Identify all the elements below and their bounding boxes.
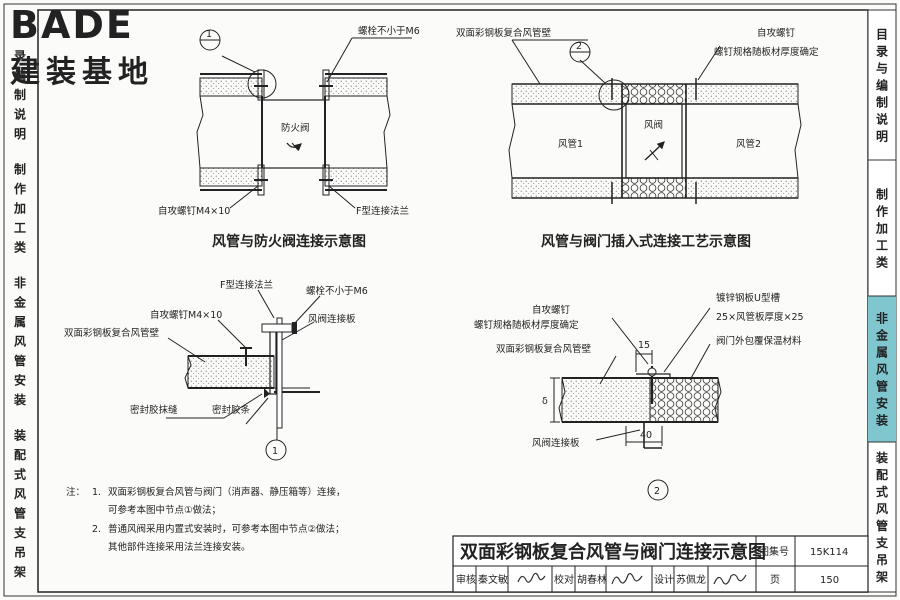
watermark-brand: BADE xyxy=(10,3,134,47)
notes-prefix: 注： xyxy=(66,486,85,498)
notes: 注： 1. 双面彩钢板复合风管与阀门（消声器、静压箱等）连接， 可参考本图中节点… xyxy=(66,486,346,553)
title-block-atlas-label: 图集号 xyxy=(759,545,789,558)
fig-a-fire-damper xyxy=(196,37,412,209)
note-1-number: 1. xyxy=(92,487,101,498)
fig-a-damper-label: 防火阀 xyxy=(281,122,310,134)
fig-a-wall-top-left xyxy=(199,77,263,97)
detail-2-screw-label: 自攻螺钉 xyxy=(532,304,571,316)
fig-a-caption: 风管与防火阀连接示意图 xyxy=(212,233,366,250)
fig-b-wall-bottom-right xyxy=(685,177,799,199)
title-block-checker: 胡春林 xyxy=(577,573,607,586)
title-block-page-label: 页 xyxy=(770,574,780,586)
detail-1-plate-label: 风阀连接板 xyxy=(308,313,356,325)
fig-a-wall-top-right xyxy=(324,77,388,97)
fig-b-screw-spec-label: 螺钉规格随板材厚度确定 xyxy=(714,46,819,58)
fig-b-wall-bottom-left xyxy=(511,177,623,199)
detail-2-channel-label: 镀锌钢板U型槽 xyxy=(716,292,780,304)
fig-b-marker-number: 2 xyxy=(576,41,582,52)
fig-b-wall-label: 双面彩钢板复合风管壁 xyxy=(456,27,552,39)
left-strip: 录编制说明制作加工类非金属风管安装装配式风管支吊架 xyxy=(13,49,27,579)
detail-2-dim-15: 15 xyxy=(638,340,650,351)
fig-b-duct2-label: 风管2 xyxy=(736,138,761,150)
fig-b-damper-top-insulation xyxy=(621,83,687,105)
detail-2-plate-label: 风阀连接板 xyxy=(532,437,580,449)
note-1-line-1: 双面彩钢板复合风管与阀门（消声器、静压箱等）连接， xyxy=(108,486,346,498)
title-block-reviewer: 秦文敏 xyxy=(478,573,508,586)
detail-1-wall xyxy=(187,355,275,389)
detail-1-bolt-label: 螺栓不小于M6 xyxy=(306,285,368,297)
detail-2-insulation xyxy=(649,377,719,423)
title-block-title: 双面彩钢板复合风管与阀门连接示意图 xyxy=(460,541,766,563)
fig-a-flange-label: F型连接法兰 xyxy=(356,205,409,217)
detail-1-sealant-label: 密封胶抹缝 xyxy=(130,404,178,416)
side-tab-2[interactable]: 制作加工类 xyxy=(875,187,889,270)
fig-b-wall-top-left xyxy=(511,83,623,105)
detail-2-dim-delta: δ xyxy=(542,396,548,407)
detail-2-dim-40: 40 xyxy=(640,430,652,441)
detail-1-screw-label: 自攻螺钉M4×10 xyxy=(150,309,222,321)
detail-1-id: 1 xyxy=(272,446,278,457)
fig-a-wall-bottom-right xyxy=(324,167,388,187)
fig-b-wall-top-right xyxy=(685,83,799,105)
side-tab-1[interactable]: 目录与编制说明 xyxy=(875,28,888,144)
detail-2-insulation-label: 阀门外包覆保温材料 xyxy=(716,335,802,347)
note-2-line-2: 其他部件连接采用法兰连接安装。 xyxy=(108,541,251,553)
fig-b-insertion xyxy=(508,39,802,204)
detail-1-strip-label: 密封胶条 xyxy=(212,404,251,416)
detail-2-screw-spec-label: 螺钉规格随板材厚度确定 xyxy=(474,319,579,331)
note-2-number: 2. xyxy=(92,524,101,535)
fig-a-damper-body xyxy=(261,99,326,169)
detail-1-marker xyxy=(265,439,287,461)
detail-1-flange-label: F型连接法兰 xyxy=(220,279,273,291)
side-tab-active-bg xyxy=(868,296,896,442)
fig-b-duct1-label: 风管1 xyxy=(558,138,583,150)
fig-a-wall-bottom-left xyxy=(199,167,263,187)
title-block-page-no: 150 xyxy=(820,575,839,586)
detail-1-wall-label: 双面彩钢板复合风管壁 xyxy=(64,327,160,339)
fig-a-bolt-label: 螺栓不小于M6 xyxy=(358,25,420,37)
fig-b-damper-bottom-insulation xyxy=(621,177,687,199)
note-2-line-1: 普通风阀采用内置式安装时，可参考本图中节点②做法； xyxy=(108,523,345,535)
title-block xyxy=(452,535,869,593)
title-block-check-label: 校对 xyxy=(554,573,574,586)
title-block-designer: 苏佩龙 xyxy=(676,573,706,586)
detail-2-drawing xyxy=(550,307,722,449)
watermark-logo: BADE 建装基地 xyxy=(10,3,154,90)
fig-a-marker-number: 1 xyxy=(206,29,212,40)
detail-2-wall-label: 双面彩钢板复合风管壁 xyxy=(496,343,592,355)
fig-a-screw-label: 自攻螺钉M4×10 xyxy=(158,205,230,217)
fig-b-screw-label: 自攻螺钉 xyxy=(757,27,796,39)
fig-b-damper-label: 风阀 xyxy=(644,119,663,131)
detail-2-wall xyxy=(561,377,651,423)
title-block-design-label: 设计 xyxy=(654,573,674,586)
note-1-line-2: 可参考本图中节点①做法； xyxy=(108,504,221,516)
title-block-review-label: 审核 xyxy=(456,573,476,586)
fig-b-damper-body xyxy=(625,103,683,179)
left-strip-text: 录编制说明制作加工类非金属风管安装装配式风管支吊架 xyxy=(13,49,27,579)
title-block-atlas-no: 15K114 xyxy=(810,547,848,558)
detail-1-drawing xyxy=(166,289,321,440)
side-tab-4[interactable]: 装配式风管支吊架 xyxy=(875,450,889,584)
detail-2-channel-spec-label: 25×风管板厚度×25 xyxy=(716,311,804,323)
watermark-cn: 建装基地 xyxy=(10,55,154,90)
fig-b-caption: 风管与阀门插入式连接工艺示意图 xyxy=(541,233,751,250)
detail-2-id: 2 xyxy=(654,486,660,497)
detail-2-marker xyxy=(647,479,669,501)
side-tab-3[interactable]: 非金属风管安装 xyxy=(875,311,889,428)
